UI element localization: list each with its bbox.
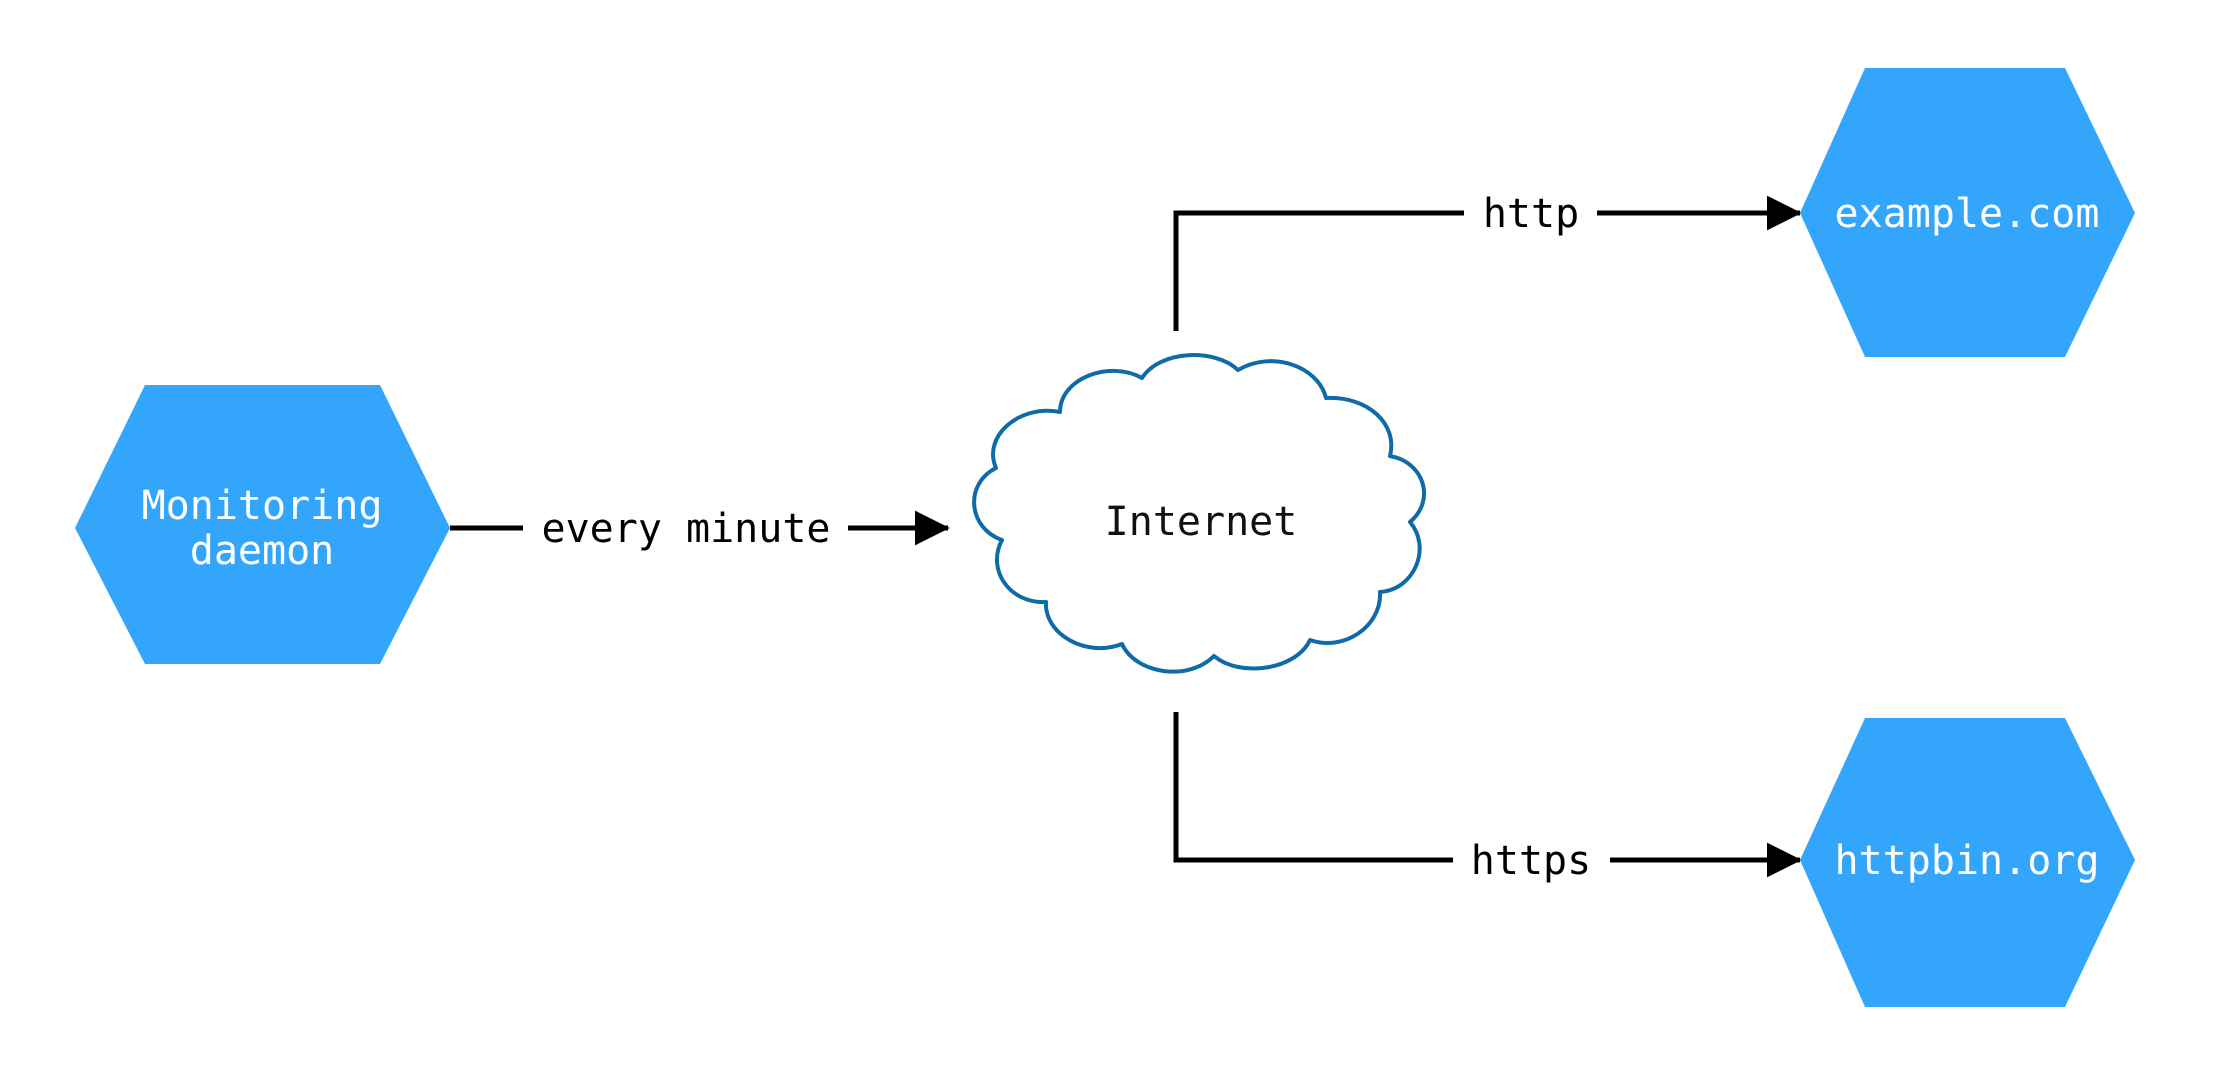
node-internet-label: Internet <box>1105 499 1298 545</box>
node-monitoring-daemon[interactable]: Monitoring daemon <box>75 385 450 664</box>
node-example-com-hexagon[interactable] <box>1800 68 2135 357</box>
node-monitoring-daemon-label-line1: Monitoring <box>142 483 383 529</box>
node-example-com-label: example.com <box>1835 191 2100 237</box>
edge-daemon-to-internet: every minute <box>450 506 950 552</box>
node-example-com[interactable]: example.com <box>1800 68 2135 357</box>
edge-internet-to-httpbin: https <box>1173 712 1802 884</box>
node-monitoring-daemon-hexagon[interactable] <box>75 385 450 664</box>
edge-label-http: http <box>1483 191 1579 237</box>
edge-label-https: https <box>1471 838 1591 884</box>
edge-internet-to-example-elbow <box>1173 210 1464 331</box>
edge-internet-to-example: http <box>1173 191 1802 331</box>
edge-label-every-minute: every minute <box>542 506 831 552</box>
node-httpbin-org[interactable]: httpbin.org <box>1800 718 2135 1007</box>
node-internet-cloud[interactable] <box>972 353 1427 674</box>
node-internet[interactable]: Internet <box>972 353 1427 674</box>
edge-internet-to-httpbin-elbow <box>1173 712 1453 863</box>
node-monitoring-daemon-label-line2: daemon <box>190 528 335 574</box>
node-httpbin-org-label: httpbin.org <box>1835 838 2100 884</box>
node-httpbin-org-hexagon[interactable] <box>1800 718 2135 1007</box>
